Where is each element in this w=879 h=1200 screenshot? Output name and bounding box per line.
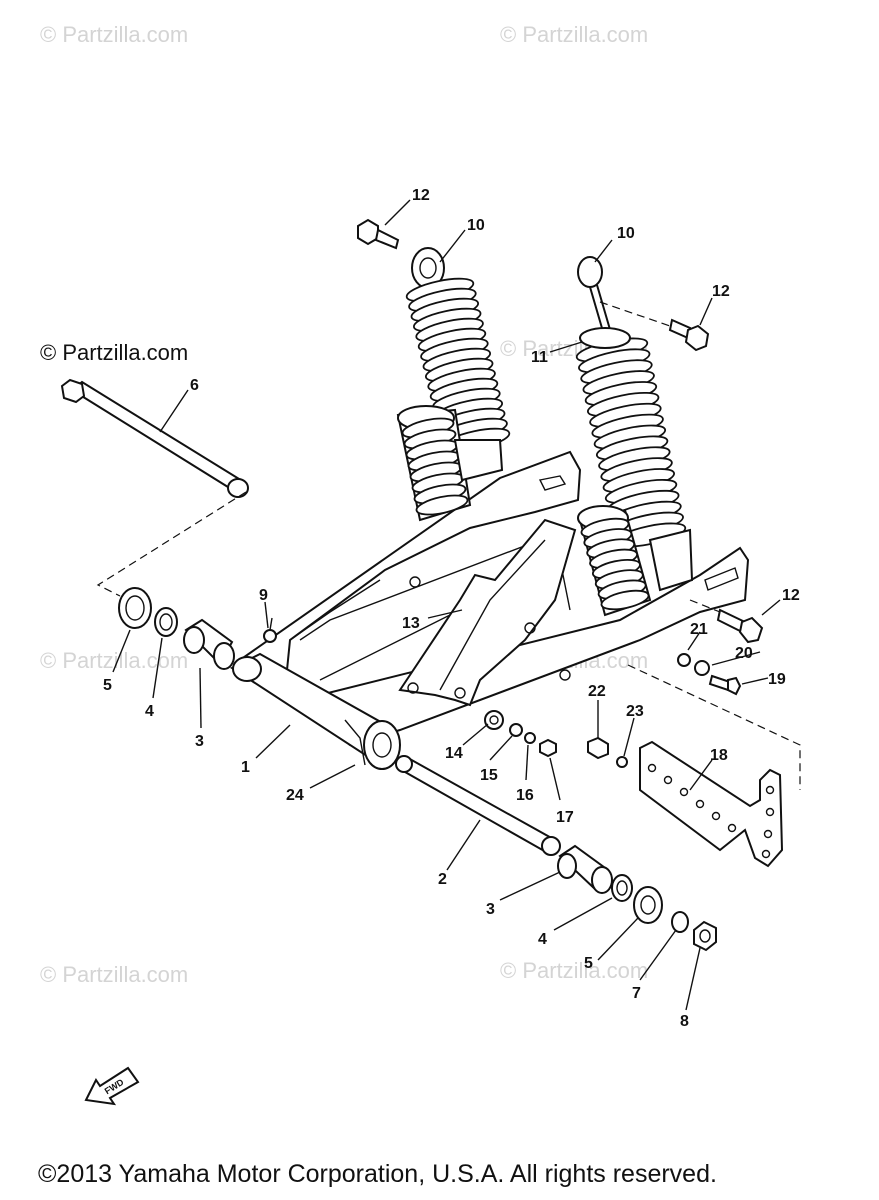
washer-4-left <box>154 607 178 637</box>
callout-12: 12 <box>712 283 730 300</box>
copyright-notice: ©2013 Yamaha Motor Corporation, U.S.A. A… <box>38 1160 717 1188</box>
spring-seat-ring <box>579 327 631 349</box>
bolt-12-right <box>716 608 764 644</box>
callout-3: 3 <box>195 733 204 750</box>
callout-21: 21 <box>690 621 708 638</box>
bracket-18 <box>639 740 784 868</box>
callout-2: 2 <box>438 871 447 888</box>
washer-23 <box>616 756 628 768</box>
leader-lines <box>112 199 781 1011</box>
callout-17: 17 <box>556 809 574 826</box>
dust-seal-5-left <box>118 587 152 629</box>
pivot-tube <box>229 652 401 770</box>
callout-15: 15 <box>480 767 498 784</box>
watermark: © Partzilla.com <box>40 340 189 365</box>
watermark: © Partzilla.com <box>40 962 189 987</box>
long-shaft-6 <box>60 378 249 498</box>
chain-guide-bracket <box>398 518 577 707</box>
callout-6: 6 <box>190 377 199 394</box>
bolt-22 <box>587 736 609 760</box>
shock-absorber-left <box>396 247 511 522</box>
coil <box>415 494 469 516</box>
assembly-lines <box>96 301 801 790</box>
bolt-19 <box>708 674 742 696</box>
washer-7 <box>671 911 689 933</box>
collar-14 <box>484 710 504 730</box>
watermark: © Partzilla.com <box>500 22 649 47</box>
callout-7: 7 <box>632 985 641 1002</box>
washer-4-right <box>611 874 633 902</box>
callout-1: 1 <box>241 759 250 776</box>
nut-8 <box>693 920 717 952</box>
watermark: © Partzilla.com <box>40 22 189 47</box>
callout-20: 20 <box>735 645 753 662</box>
coil <box>600 589 650 611</box>
callout-5: 5 <box>103 677 112 694</box>
bolt-12-top-right <box>668 318 710 352</box>
callout-12: 12 <box>782 587 800 604</box>
callout-5: 5 <box>584 955 593 972</box>
callout-23: 23 <box>626 703 644 720</box>
bushing-3-right <box>557 844 613 894</box>
callout-4: 4 <box>145 703 154 720</box>
forward-arrow-icon: FWD <box>84 1066 140 1106</box>
callout-22: 22 <box>588 683 606 700</box>
callout-18: 18 <box>710 747 728 764</box>
bolt-17 <box>539 738 557 758</box>
washer-21 <box>677 653 691 667</box>
watermark: © Partzilla.com <box>500 958 649 983</box>
callout-3: 3 <box>486 901 495 918</box>
grease-nipple-9 <box>263 617 277 643</box>
callout-14: 14 <box>445 745 463 762</box>
callout-11: 11 <box>531 349 548 366</box>
bolt-12-top-left <box>357 218 400 250</box>
pivot-shaft-2 <box>395 755 561 856</box>
callout-13: 13 <box>402 615 420 632</box>
callout-24: 24 <box>286 787 304 804</box>
callout-10: 10 <box>617 225 635 242</box>
callout-16: 16 <box>516 787 534 804</box>
dust-seal-5-right <box>633 886 663 924</box>
washer-20 <box>694 660 710 676</box>
callout-10: 10 <box>467 217 485 234</box>
callout-4: 4 <box>538 931 547 948</box>
callout-19: 19 <box>768 671 786 688</box>
nut-16 <box>524 732 536 744</box>
bushing-3-left <box>183 618 235 670</box>
callout-9: 9 <box>259 587 268 604</box>
callouts: 12 10 10 12 11 6 12 9 13 21 20 19 5 4 3 … <box>103 187 800 1030</box>
washer-15 <box>509 723 523 737</box>
shock-absorber-right <box>575 256 694 617</box>
callout-8: 8 <box>680 1013 689 1030</box>
callout-12: 12 <box>412 187 430 204</box>
